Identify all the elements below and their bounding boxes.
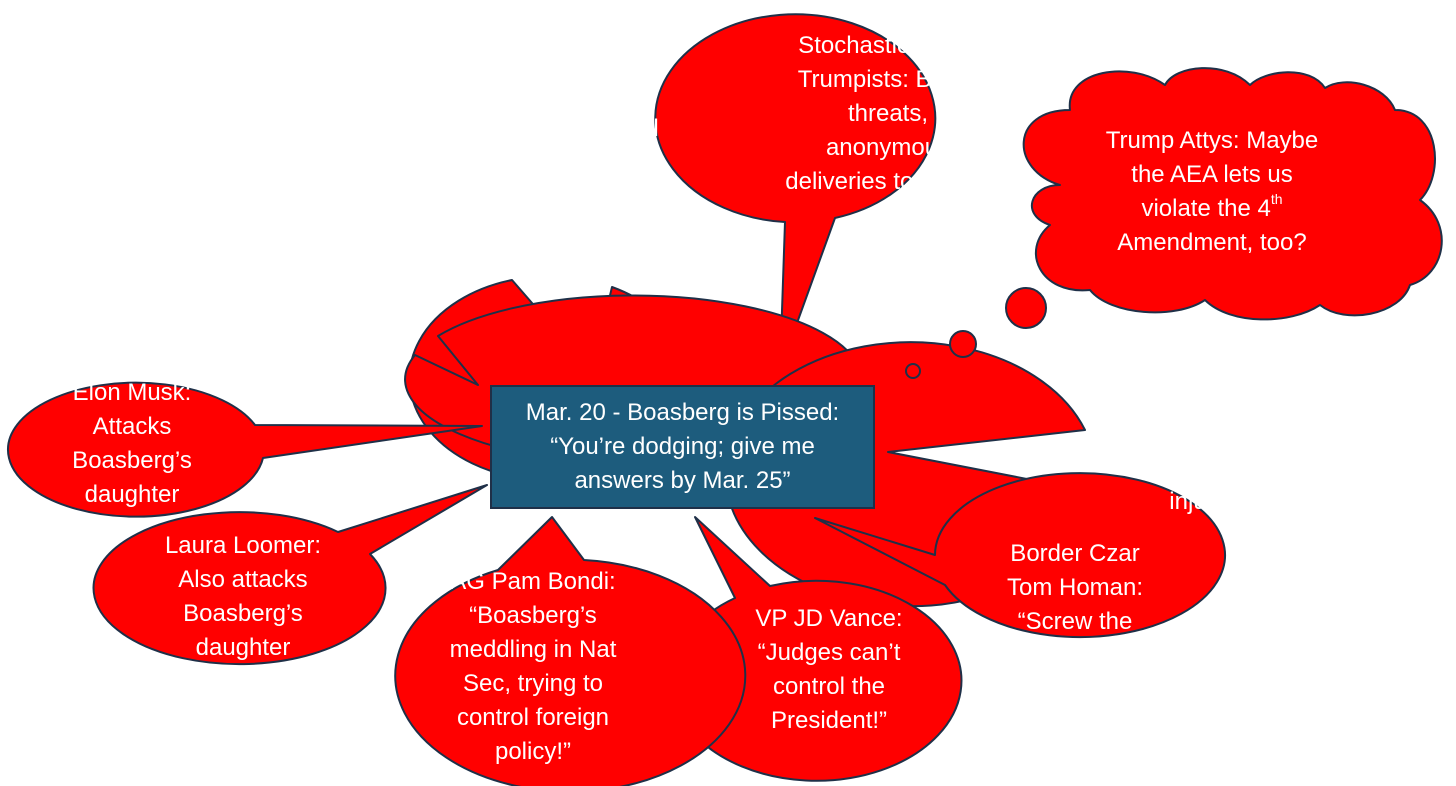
bubble-vance-line: control the: [772, 673, 886, 700]
bubble-jordan-line: House Judiciary: [1182, 352, 1354, 379]
thought-dot-small: [905, 363, 921, 379]
bubble-vance-line: VP JD Vance:: [755, 605, 903, 632]
bubble-jordan-line: hearings on: [1205, 454, 1331, 481]
bubble-jordan-line: Jordan: “I’ll hold: [1183, 420, 1353, 447]
bubble-jordan-line: injunctions against: [1169, 488, 1367, 515]
bubble-bondi-line: AG Pam Bondi:: [450, 568, 616, 595]
bubble-loomer-shape: [92, 484, 488, 666]
bubble-vance-text: VP JD Vance: “Judges can’t control the P…: [755, 602, 902, 738]
bubble-homan-shape: [814, 472, 1226, 639]
bubble-vance-line: President!”: [770, 707, 888, 734]
bubble-attys-text: Trump Attys: Maybe the AEA lets us viola…: [1106, 124, 1319, 260]
bubble-musk-line: daughter: [84, 481, 180, 508]
bubble-stochastic-line: threats,: [847, 100, 929, 127]
bubble-attys-line: Trump Attys: Maybe: [1105, 127, 1319, 154]
bubble-stochastic-line: Trumpists: Bomb: [797, 66, 979, 93]
bubble-attys-line: violate the 4th: [1106, 192, 1319, 226]
bubble-bondi-line: Sec, trying to: [462, 670, 604, 697]
bubble-musk-line: Elon Musk:: [72, 379, 192, 406]
bubble-advisor-text: Close Presidential Advisor: “What, they …: [465, 112, 658, 248]
bubble-bondi-line: “Boasberg’s: [469, 602, 597, 629]
bubble-press-sec-line: wife!”: [211, 352, 269, 379]
bubble-loomer-line: daughter: [195, 634, 291, 661]
bubble-loomer-line: Boasberg’s: [183, 600, 303, 627]
bubble-bondi-line: meddling in Nat: [449, 636, 617, 663]
bubble-bondi-line: policy!”: [494, 738, 572, 765]
bubble-homan-line: “Screw the: [1017, 608, 1133, 635]
bubble-press-sec-line: WH Press Sec:: [158, 216, 322, 243]
center-statement-line: Mar. 20 - Boasberg is Pissed:: [525, 399, 840, 426]
bubble-homan-line: judges!”: [1032, 642, 1118, 669]
bubble-loomer-line: Laura Loomer:: [164, 532, 322, 559]
bubble-jordan-line: Cmte Head Jim: [1185, 386, 1351, 413]
bubble-attys-line: Amendment, too?: [1117, 229, 1307, 256]
bubble-press-sec-line: Democratic activist!: [135, 284, 345, 311]
center-statement-line: answers by Mar. 25”: [574, 467, 791, 494]
bubble-stochastic-text: Stochastic Terror Trumpists: Bomb threat…: [785, 29, 990, 199]
bubble-homan-line: Tom Homan:: [1006, 574, 1144, 601]
bubble-musk-text: Elon Musk: Attacks Boasberg’s daughter: [72, 376, 192, 512]
bubble-bondi-line: control foreign: [456, 704, 610, 731]
bubble-loomer-text: Laura Loomer: Also attacks Boasberg’s da…: [165, 529, 321, 665]
bubble-press-sec-line: Here, lemme attack his: [117, 318, 363, 345]
bubble-attys-cloud-shape: [1022, 67, 1443, 321]
center-statement-line: “You’re dodging; give me: [550, 433, 815, 460]
bubble-press-sec-line: “Boasberg is a: [162, 250, 318, 277]
bubble-jordan-text: House Judiciary Cmte Head Jim Jordan: “I…: [1169, 349, 1366, 553]
ordinal-superscript: th: [1270, 191, 1283, 207]
bubble-press-sec-text: WH Press Sec: “Boasberg is a Democratic …: [117, 213, 362, 383]
bubble-attys-line-text: violate the 4: [1141, 195, 1271, 222]
thought-dot-medium: [949, 330, 977, 358]
bubble-homan-line: Border Czar: [1010, 540, 1140, 567]
bubble-stochastic-line: deliveries to judges: [785, 168, 991, 195]
bubble-bondi-shape: [394, 516, 747, 786]
bubble-advisor-line: they gonna arrest: [468, 183, 656, 210]
bubble-attys-line: the AEA lets us: [1131, 161, 1293, 188]
bubble-advisor-line: Close Presidential: [465, 115, 659, 142]
bubble-jordan-line: Trump!”: [1226, 522, 1310, 549]
bubble-musk-line: Boasberg’s: [72, 447, 192, 474]
bubble-musk-shape: [7, 381, 483, 518]
center-statement-box: Mar. 20 - Boasberg is Pissed: “You’re do…: [490, 385, 875, 509]
bubble-stochastic-shape: [654, 13, 937, 371]
bubble-advisor-line: Trump?: [521, 217, 603, 244]
bubble-stochastic-line: anonymous: [825, 134, 951, 161]
bubble-stochastic-line: Stochastic Terror: [798, 32, 978, 59]
bubble-bondi-text: AG Pam Bondi: “Boasberg’s meddling in Na…: [450, 565, 617, 769]
bubble-musk-line: Attacks: [92, 413, 172, 440]
thought-dot-large: [1005, 287, 1047, 329]
bubble-loomer-line: Also attacks: [178, 566, 308, 593]
bubble-vance-line: “Judges can’t: [757, 639, 901, 666]
bubble-homan-text: Border Czar Tom Homan: “Screw the judges…: [1007, 537, 1143, 673]
bubble-advisor-line: Advisor: “What,: [479, 149, 645, 176]
